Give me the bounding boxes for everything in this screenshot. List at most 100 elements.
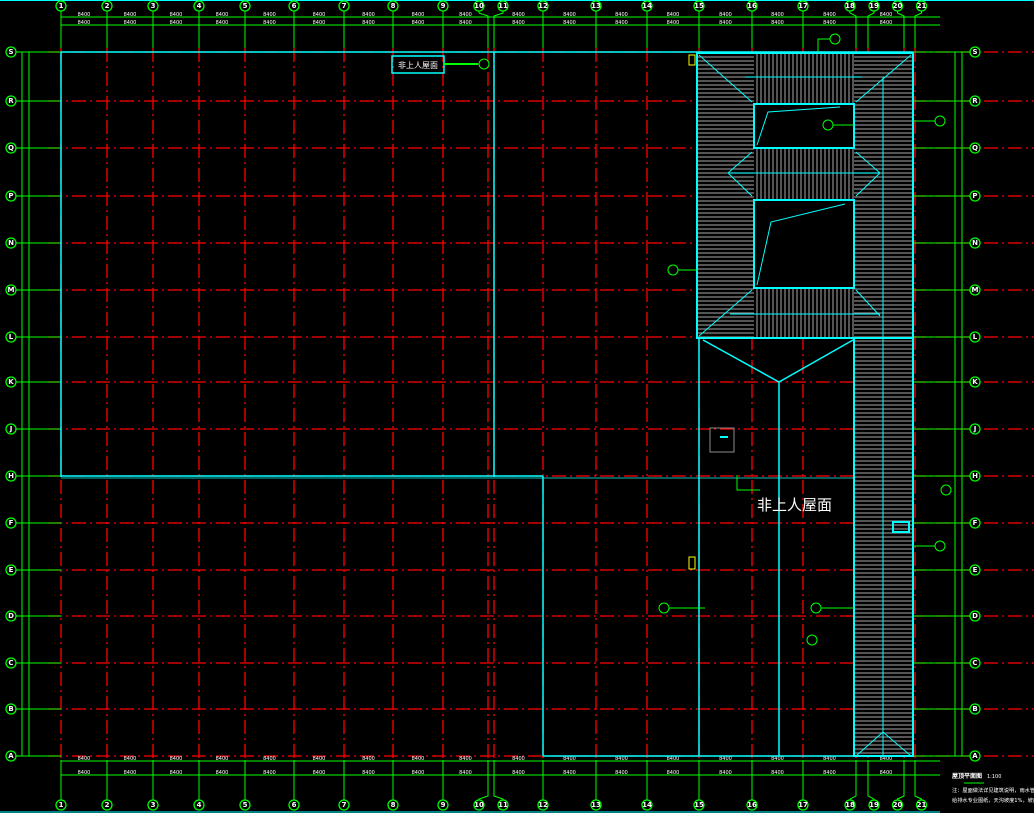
axis-label-column-9: 9 bbox=[441, 2, 446, 10]
axis-bubble bbox=[5, 703, 17, 715]
axis-bubble bbox=[969, 331, 981, 343]
axis-label-column-7: 7 bbox=[342, 2, 347, 10]
axis-label-column-13: 13 bbox=[591, 2, 601, 10]
dimension-text: 8400 bbox=[459, 770, 472, 776]
sloped-roof-area bbox=[688, 52, 914, 757]
axis-bubble bbox=[5, 657, 17, 669]
axis-label-row-C: C bbox=[972, 659, 977, 667]
detail-callouts bbox=[658, 33, 952, 646]
axis-label-column-19: 19 bbox=[869, 2, 879, 10]
axis-bubble bbox=[590, 799, 602, 811]
dimension-text: 8400 bbox=[719, 756, 732, 762]
axis-label-row-D: D bbox=[972, 612, 978, 620]
axis-bubble bbox=[288, 0, 300, 12]
axis-bubble bbox=[5, 142, 17, 154]
axis-label-row-E: E bbox=[9, 566, 14, 574]
axis-label-row-K: K bbox=[972, 378, 978, 386]
dimension-text: 8400 bbox=[667, 12, 680, 18]
axis-bubble bbox=[537, 0, 549, 12]
dimension-text: 8400 bbox=[880, 770, 893, 776]
axis-label-row-Q: Q bbox=[8, 144, 14, 152]
roof-hatch bbox=[892, 521, 910, 533]
dimension-text: 8400 bbox=[512, 12, 525, 18]
axis-label-row-N: N bbox=[8, 239, 14, 247]
leader-line bbox=[736, 475, 760, 491]
axis-label-column-13: 13 bbox=[591, 801, 601, 809]
dimension-text: 8400 bbox=[823, 756, 836, 762]
axis-label-column-20: 20 bbox=[893, 2, 903, 10]
axis-label-column-12: 12 bbox=[538, 2, 548, 10]
dimension-text: 8400 bbox=[412, 756, 425, 762]
drawing-note-2: 给排水专业图纸，天沟坡度1%，坡向雨水口。 bbox=[952, 796, 1034, 804]
dimension-text: 8400 bbox=[313, 20, 326, 26]
axis-label-row-Q: Q bbox=[972, 144, 978, 152]
axis-label-row-B: B bbox=[972, 705, 977, 713]
axis-label-row-H: H bbox=[8, 472, 14, 480]
axis-bubble bbox=[590, 0, 602, 12]
axis-bubble bbox=[193, 0, 205, 12]
dimension-text: 8400 bbox=[362, 20, 375, 26]
axis-bubble bbox=[969, 423, 981, 435]
axis-line bbox=[493, 11, 504, 48]
axis-label-row-K: K bbox=[8, 378, 14, 386]
axis-bubble bbox=[497, 0, 509, 12]
dimension-text: 8400 bbox=[313, 770, 326, 776]
roof-access-ladder bbox=[688, 556, 696, 570]
axis-bubble bbox=[969, 610, 981, 622]
axis-label-row-P: P bbox=[972, 192, 977, 200]
axis-label-column-19: 19 bbox=[869, 801, 879, 809]
axis-label-column-2: 2 bbox=[105, 2, 110, 10]
axis-bubble bbox=[338, 799, 350, 811]
axis-label-column-5: 5 bbox=[243, 801, 248, 809]
dimension-text: 8400 bbox=[216, 20, 229, 26]
dimension-text: 8400 bbox=[563, 12, 576, 18]
dimension-text: 8400 bbox=[615, 20, 628, 26]
dimension-text: 8400 bbox=[823, 770, 836, 776]
axis-label-column-8: 8 bbox=[391, 2, 396, 10]
axis-label-column-14: 14 bbox=[642, 801, 652, 809]
axis-bubble bbox=[5, 423, 17, 435]
axis-bubble bbox=[891, 0, 904, 12]
dimension-text: 8400 bbox=[459, 20, 472, 26]
drawing-scale: 1:100 bbox=[987, 774, 1001, 780]
dimension-text: 8400 bbox=[880, 756, 893, 762]
axis-line bbox=[478, 11, 489, 48]
dimension-text: 8400 bbox=[313, 12, 326, 18]
dimension-text: 8400 bbox=[263, 20, 276, 26]
axis-label-row-H: H bbox=[972, 472, 978, 480]
axis-bubble bbox=[101, 0, 113, 12]
axis-label-column-11: 11 bbox=[498, 2, 508, 10]
axis-bubble bbox=[5, 564, 17, 576]
dimension-text: 8400 bbox=[880, 12, 893, 18]
dimension-text: 8400 bbox=[719, 770, 732, 776]
dimension-text: 8400 bbox=[563, 20, 576, 26]
dimension-text: 8400 bbox=[771, 770, 784, 776]
axis-label-row-P: P bbox=[8, 192, 13, 200]
axis-bubble bbox=[5, 95, 17, 107]
axis-label-column-9: 9 bbox=[441, 801, 446, 809]
axis-bubble bbox=[5, 470, 17, 482]
axis-bubble bbox=[147, 0, 159, 12]
detail-callout bbox=[478, 58, 490, 70]
axis-label-row-N: N bbox=[972, 239, 978, 247]
dimension-text: 8400 bbox=[667, 756, 680, 762]
axis-label-column-14: 14 bbox=[642, 2, 652, 10]
axis-label-column-2: 2 bbox=[105, 801, 110, 809]
axis-bubble bbox=[5, 331, 17, 343]
dimension-text: 8400 bbox=[78, 756, 91, 762]
dimension-text: 8400 bbox=[216, 12, 229, 18]
axis-label-column-5: 5 bbox=[243, 2, 248, 10]
dimension-text: 8400 bbox=[615, 12, 628, 18]
axis-bubble bbox=[969, 517, 981, 529]
axis-bubble bbox=[239, 0, 251, 12]
dimension-text: 8400 bbox=[512, 756, 525, 762]
axis-label-column-21: 21 bbox=[917, 2, 927, 10]
axis-bubble bbox=[437, 0, 449, 12]
axis-bubble bbox=[969, 750, 981, 762]
axis-bubble bbox=[969, 284, 981, 296]
axis-bubble bbox=[746, 799, 758, 811]
axis-label-column-15: 15 bbox=[694, 2, 704, 10]
axis-label-row-S: S bbox=[8, 48, 13, 56]
axis-bubble bbox=[693, 0, 705, 12]
